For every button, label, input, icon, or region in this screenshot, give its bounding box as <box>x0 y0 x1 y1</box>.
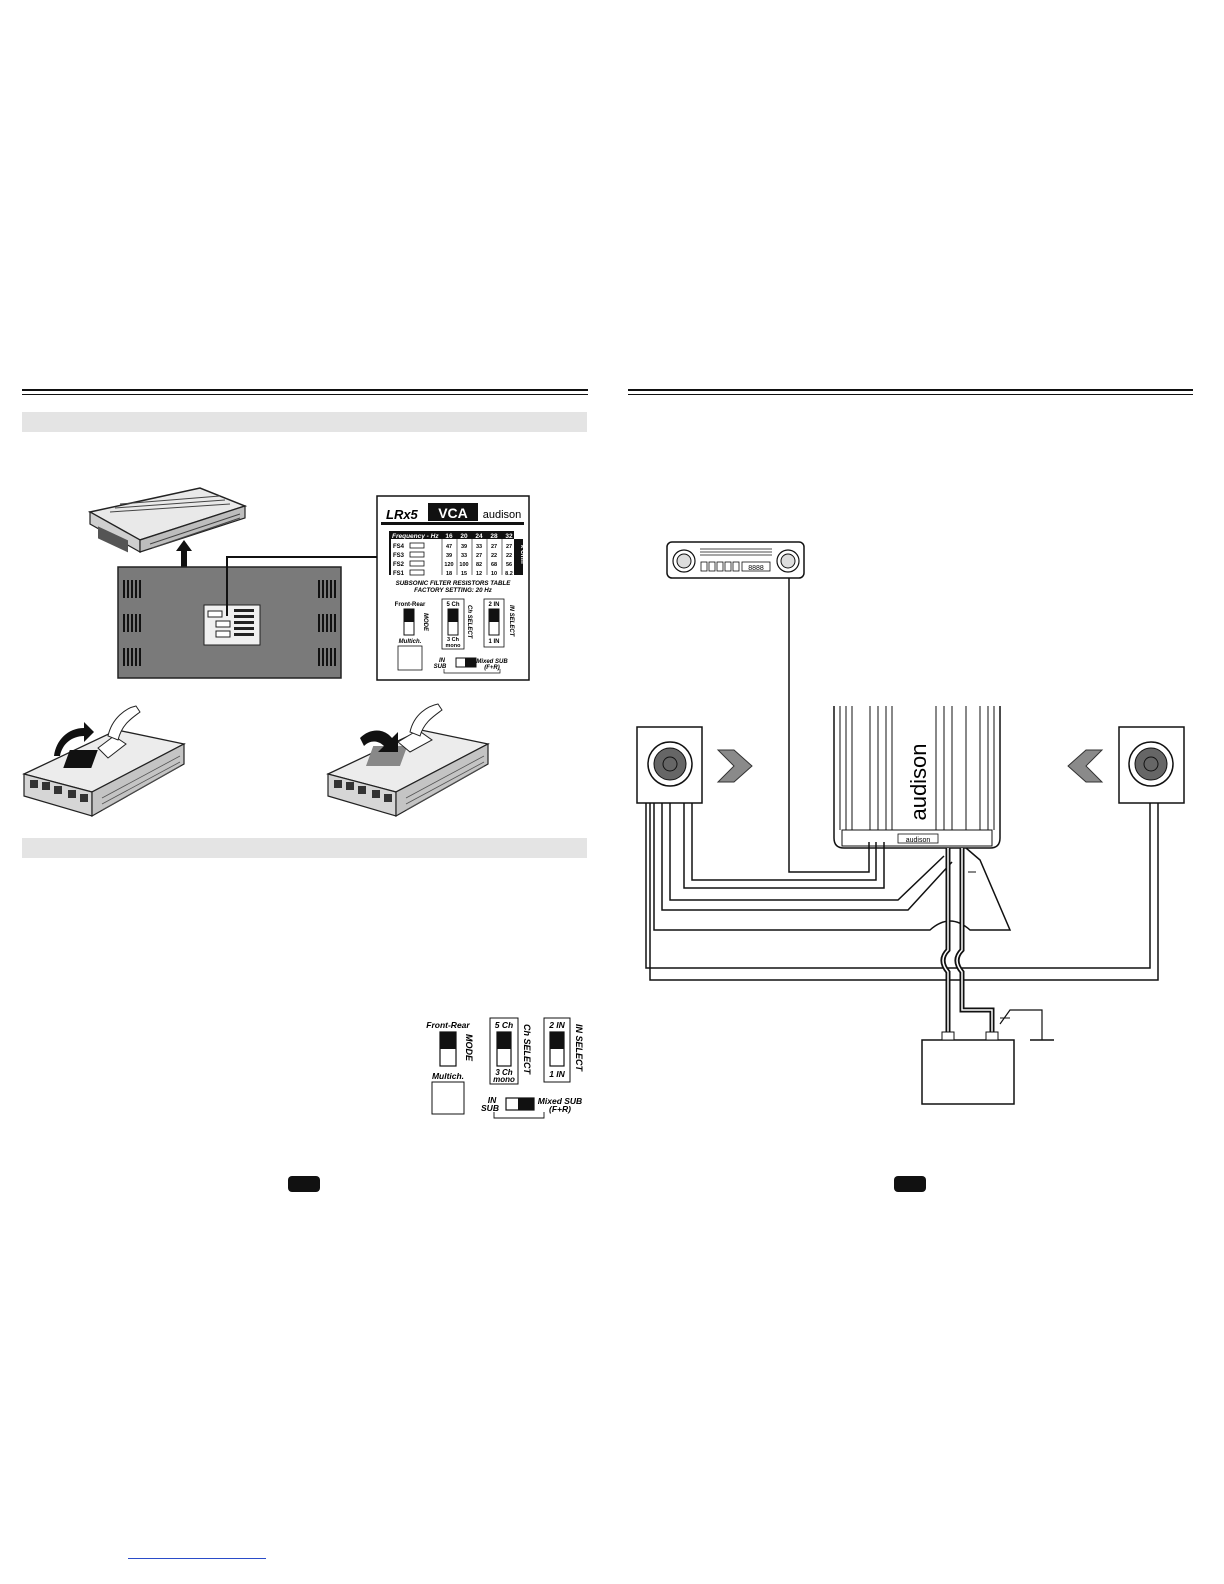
ch-select-label: Ch SELECT <box>522 1024 532 1076</box>
row-label-fs2: FS2 <box>393 562 405 568</box>
right-header-rule-bottom <box>628 394 1193 395</box>
card-brand: audison <box>483 509 522 521</box>
cell-fs4-16: 47 <box>446 544 452 550</box>
freq-col-2: 20 <box>460 533 468 540</box>
cell-fs2-28: 68 <box>491 562 497 568</box>
card-mode-label: MODE <box>422 613 428 632</box>
left-pointing-arrow-icon <box>1067 749 1104 783</box>
cell-fs4-20: 39 <box>461 544 467 550</box>
cell-fs2-16: 120 <box>444 562 453 568</box>
amp-plate-brand: audison <box>906 837 931 844</box>
card-sub-left-2: SUB <box>434 664 447 670</box>
in-select-label: IN SELECT <box>574 1024 584 1073</box>
left-footer-link-line <box>128 1558 266 1559</box>
card-sub-right-1: Mixed SUB <box>476 659 508 665</box>
cell-fs3-20: 33 <box>461 553 467 559</box>
card-in-bottom: 1 IN <box>488 639 499 645</box>
left-header-rule-bottom <box>22 394 588 395</box>
cell-fs1-24: 12 <box>476 571 482 577</box>
cell-fs3-32: 22 <box>506 553 512 559</box>
cell-fs3-24: 27 <box>476 553 482 559</box>
factory-setting: FACTORY SETTING: 20 Hz <box>414 587 493 594</box>
cell-fs1-32: 8.2 <box>505 571 513 577</box>
left-header-rule-top <box>22 389 588 391</box>
sub-left-label-2: SUB <box>481 1103 499 1113</box>
freq-col-3: 24 <box>475 533 483 540</box>
card-ch-bottom-1: 3 Ch <box>447 637 460 643</box>
cell-fs2-20: 100 <box>459 562 468 568</box>
card-mode-top: Front-Rear <box>395 602 426 608</box>
battery <box>921 1031 1015 1105</box>
amp-brand: audison <box>906 743 931 820</box>
sub-left-label-1: IN <box>488 1095 497 1105</box>
row-label-fs4: FS4 <box>393 544 405 550</box>
ch-bottom-label-1: 3 Ch <box>495 1068 512 1077</box>
cell-fs1-20: 15 <box>461 571 467 577</box>
cell-fs2-32: 56 <box>506 562 512 568</box>
cell-fs1-16: 18 <box>446 571 452 577</box>
cell-fs3-16: 39 <box>446 553 452 559</box>
k-ohm-label: k Ohm <box>519 545 525 564</box>
in-bottom-label: 1 IN <box>549 1069 565 1079</box>
cell-fs3-28: 22 <box>491 553 497 559</box>
subsonic-table-title: SUBSONIC FILTER RESISTORS TABLE <box>396 580 512 587</box>
wiring-diagram: 8888 audison audison <box>636 541 1185 1105</box>
row-label-fs1: FS1 <box>393 571 405 577</box>
amplifier-bottom-panel <box>117 566 342 679</box>
ch-bottom-label-2: mono <box>493 1075 515 1084</box>
right-header-rule-top <box>628 389 1193 391</box>
left-section-band-1 <box>22 412 587 432</box>
cell-fs4-24: 33 <box>476 544 482 550</box>
replace-cover-illustration <box>326 703 490 818</box>
row-label-fs3: FS3 <box>393 553 405 559</box>
card-mode-bottom: Multich. <box>399 639 422 645</box>
freq-col-5: 32 <box>505 533 513 540</box>
card-in-label: IN SELECT <box>508 605 514 638</box>
card-ch-bottom-2: mono <box>446 643 462 649</box>
card-in-top: 2 IN <box>488 602 499 608</box>
card-sub-right-2: (F+R) <box>484 665 500 671</box>
amplifier-perspective-image <box>87 487 248 554</box>
sub-right-label-2: (F+R) <box>549 1104 571 1114</box>
up-arrow-icon <box>176 540 192 568</box>
ch-top-label: 5 Ch <box>495 1020 513 1030</box>
left-section-band-2 <box>22 838 587 858</box>
card-ch-label: Ch SELECT <box>466 605 472 640</box>
cell-fs4-32: 27 <box>506 544 512 550</box>
detail-pointer-line <box>226 554 395 616</box>
model-name: VCA <box>438 505 468 521</box>
mode-side-label: MODE <box>464 1034 474 1062</box>
table-header: Frequency - Hz <box>392 533 439 540</box>
right-speaker <box>1118 726 1185 804</box>
freq-col-1: 16 <box>445 533 453 540</box>
in-top-label: 2 IN <box>548 1020 565 1030</box>
freq-col-4: 28 <box>490 533 498 540</box>
cell-fs4-28: 27 <box>491 544 497 550</box>
sub-right-label-1: Mixed SUB <box>538 1096 582 1106</box>
left-page-number-tab <box>288 1176 320 1192</box>
cell-fs2-24: 82 <box>476 562 482 568</box>
amplifier-top-view: audison audison <box>833 706 1001 849</box>
left-speaker <box>636 726 703 804</box>
card-ch-top: 5 Ch <box>446 602 459 608</box>
model-mark: LRx5 <box>386 507 419 522</box>
headunit-display: 8888 <box>748 565 764 572</box>
card-sub-left-1: IN <box>439 658 446 664</box>
mode-top-label: Front-Rear <box>426 1020 470 1030</box>
switch-settings-panel: Front-Rear MODE Multich. 5 Ch 3 Ch mono … <box>426 1017 584 1119</box>
remove-cover-illustration <box>22 705 186 818</box>
head-unit-radio: 8888 <box>666 541 805 579</box>
right-page-number-tab <box>894 1176 926 1192</box>
mode-bottom-label: Multich. <box>432 1071 464 1081</box>
vca-subsonic-card: LRx5 VCA audison Frequency - Hz 16 20 24… <box>376 495 530 681</box>
cell-fs1-28: 10 <box>491 571 497 577</box>
right-pointing-arrow-icon <box>716 749 753 783</box>
